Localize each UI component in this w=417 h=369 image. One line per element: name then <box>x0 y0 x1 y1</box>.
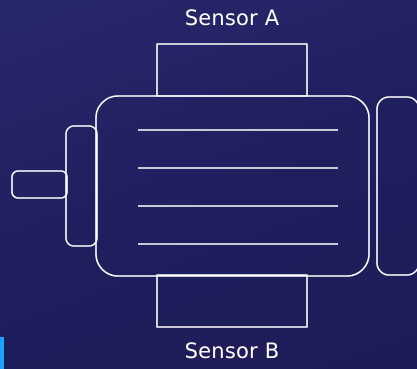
motor-body <box>95 95 370 277</box>
winding-lines <box>138 129 338 245</box>
sensor-b-block <box>156 274 308 328</box>
sensor-b-label: Sensor B <box>184 339 280 363</box>
motor-end-cap <box>376 96 417 276</box>
accent-bar <box>0 337 4 369</box>
sensor-a-block <box>156 43 308 97</box>
motor-flange <box>65 125 98 247</box>
motor-shaft <box>11 170 68 199</box>
sensor-a-label: Sensor A <box>184 6 280 30</box>
